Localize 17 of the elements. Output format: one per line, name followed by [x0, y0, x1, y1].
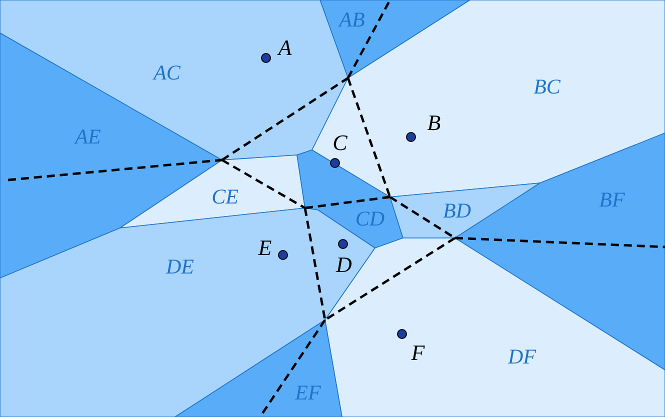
point-label: C [332, 132, 348, 154]
point-label: A [278, 37, 292, 59]
cell-label: CE [212, 186, 238, 208]
cell-label: CD [355, 208, 385, 230]
cell-label: AC [154, 62, 180, 84]
point-label: B [427, 112, 441, 134]
point-label: E [258, 237, 272, 259]
cell-label: EF [295, 382, 321, 404]
cell-label: AE [75, 126, 101, 148]
cell-label: BF [599, 190, 625, 210]
cell-label: BC [534, 76, 560, 98]
cell-label: AB [339, 10, 365, 30]
cell-label: DF [508, 346, 536, 368]
cell-label: DE [166, 256, 194, 278]
cell-label: BD [443, 200, 471, 222]
point-label: F [411, 342, 425, 364]
point-label: D [336, 254, 352, 276]
